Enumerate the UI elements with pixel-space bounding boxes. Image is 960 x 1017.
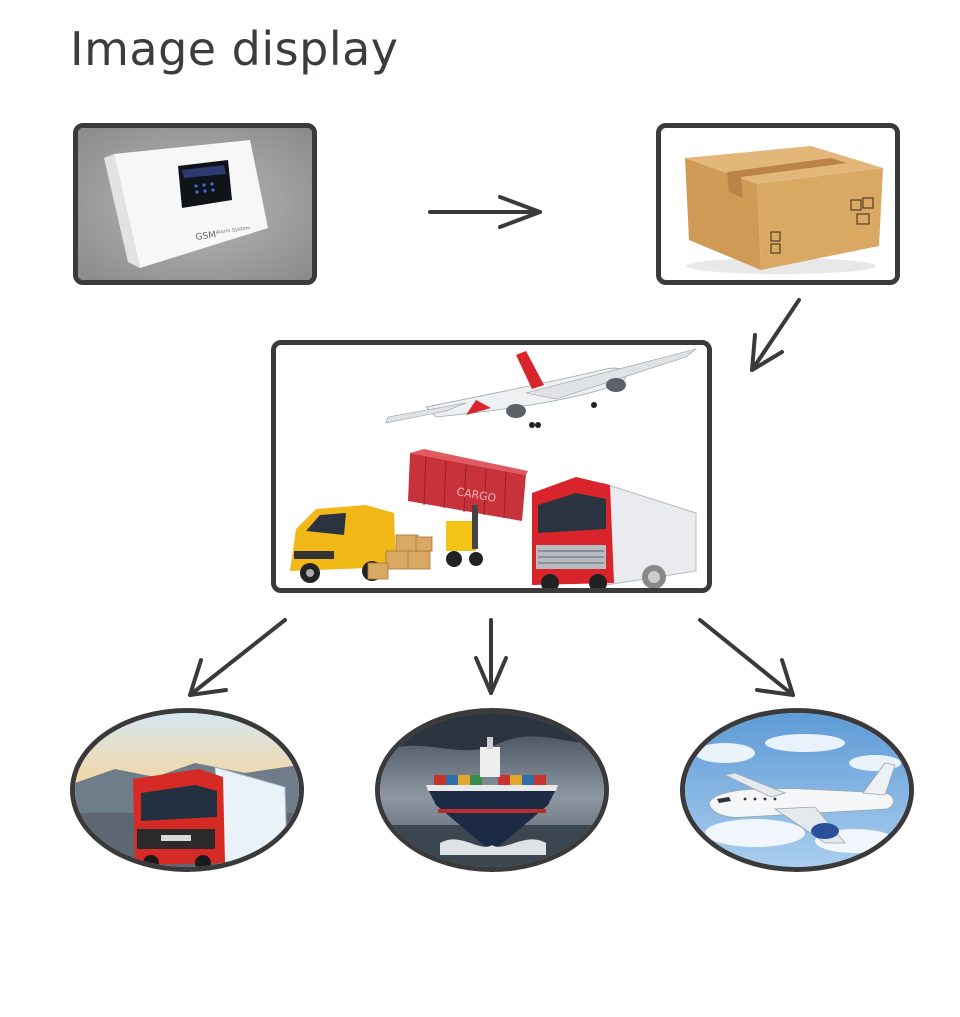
gsm-alarm-box-image: GSM Alarm System: [73, 123, 317, 285]
airplane-image: [680, 708, 914, 872]
collage-boxes: [367, 534, 433, 580]
truck-image: [70, 708, 304, 872]
collage-red-truck: [532, 477, 697, 588]
gsm-sublabel: Alarm System: [215, 225, 251, 236]
gsm-label: GSM: [195, 230, 217, 243]
collage-cargo-container: CARGO: [408, 449, 528, 567]
page-title: Image display: [70, 22, 399, 76]
arrow-down: [474, 618, 508, 695]
cardboard-box-image: [656, 123, 900, 285]
ship-containers: [434, 737, 546, 785]
collage-airplane: [385, 348, 697, 428]
cargo-ship-image: [375, 708, 609, 872]
arrow-down-left: [188, 618, 287, 697]
arrow-down-right: [698, 618, 795, 697]
logistics-collage-image: CARGO: [271, 340, 712, 593]
arrow-right: [428, 195, 542, 229]
arrow-down-left-top: [750, 298, 801, 372]
